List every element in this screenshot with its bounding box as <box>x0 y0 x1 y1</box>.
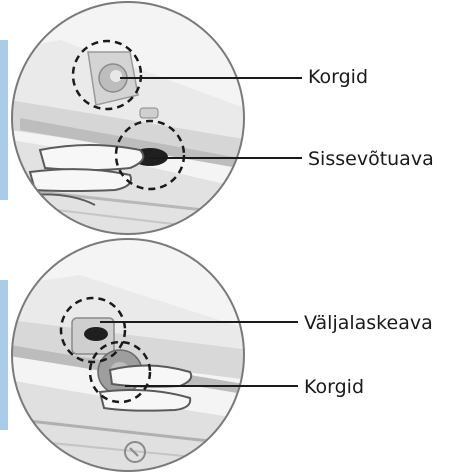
edge-accent-top <box>0 40 8 200</box>
magnifier-top <box>10 2 302 240</box>
edge-accent-bottom <box>0 280 8 430</box>
label-korgid-bottom: Korgid <box>304 378 364 397</box>
magnifier-bottom <box>10 239 298 473</box>
label-valjalaskeava: Väljalaskeava <box>304 314 433 333</box>
label-sissevotuava: Sissevõtuava <box>308 150 434 169</box>
label-korgid-top: Korgid <box>308 68 368 87</box>
